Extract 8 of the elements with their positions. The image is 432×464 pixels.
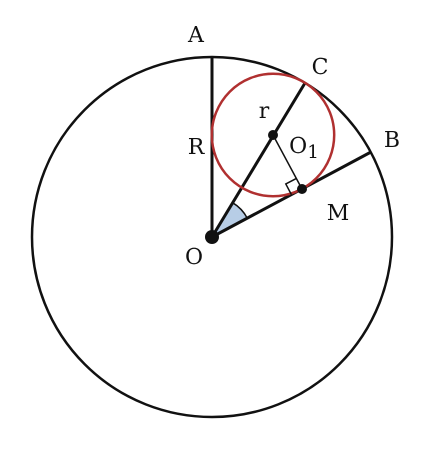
point-label: O [184, 246, 204, 270]
length-label: r [258, 100, 270, 124]
point-label: A [188, 24, 204, 48]
point-label: B [384, 129, 400, 153]
length-label: R [188, 136, 204, 160]
point-label: C [312, 56, 328, 80]
point-label: M [326, 202, 350, 226]
point-label: O$_{1}$ [289, 134, 319, 166]
